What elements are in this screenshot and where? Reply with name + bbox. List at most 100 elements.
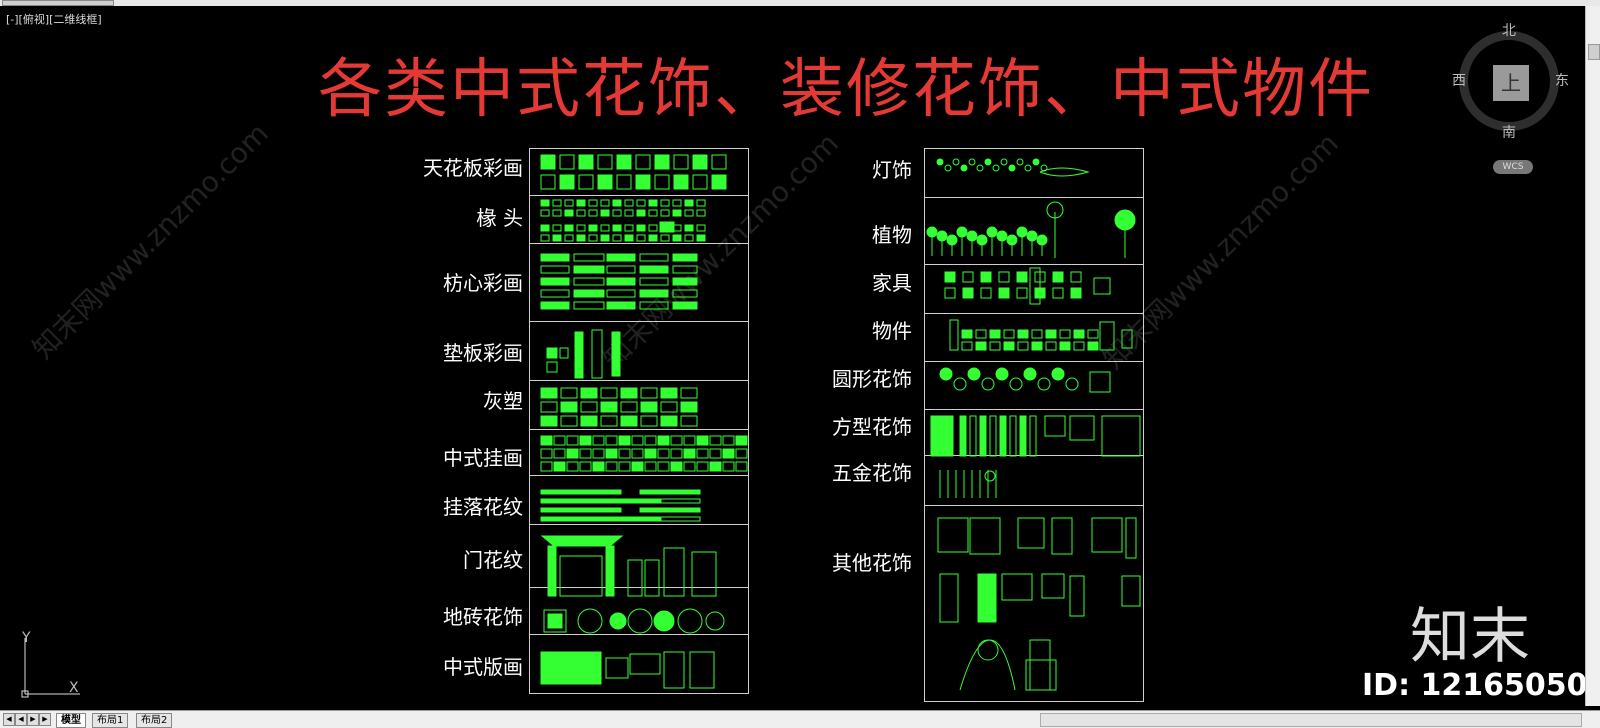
cad-mark — [648, 234, 658, 242]
last-tab-button[interactable]: ▶ — [39, 713, 51, 726]
horizontal-scrollbar[interactable] — [1040, 713, 1582, 727]
cad-mark — [673, 154, 689, 170]
cad-mark — [1016, 271, 1028, 283]
cad-mark — [696, 234, 706, 242]
row-divider — [530, 475, 748, 476]
cad-mark — [564, 224, 574, 232]
cad-mark — [735, 435, 748, 446]
cad-mark — [540, 154, 556, 170]
next-tab-button[interactable]: ▶ — [27, 713, 39, 726]
cad-mark — [660, 234, 670, 242]
row-divider — [530, 321, 748, 322]
compass-north[interactable]: 北 — [1502, 23, 1516, 39]
cad-mark — [684, 199, 694, 207]
cad-mark — [659, 221, 675, 233]
cad-mark — [616, 154, 632, 170]
cad-mark — [635, 154, 651, 170]
cad-mark — [672, 199, 682, 207]
cad-mark — [631, 461, 644, 472]
cad-mark — [547, 613, 563, 629]
cad-mark — [612, 199, 622, 207]
cad-mark — [606, 289, 636, 298]
cad-mark — [984, 158, 992, 166]
cad-mark — [672, 209, 682, 217]
cad-mark — [620, 387, 638, 399]
cad-mark — [648, 199, 658, 207]
cad-mark — [1070, 287, 1082, 299]
cad-mark — [540, 435, 553, 446]
cad-mark — [580, 401, 598, 413]
compass-west[interactable]: 西 — [1452, 73, 1466, 89]
category-label: 地砖花饰 — [443, 605, 523, 629]
cad-mark — [618, 448, 631, 459]
tab-model[interactable]: 模型 — [56, 713, 86, 728]
viewport-controls-label[interactable]: [-][俯视][二维线框] — [6, 13, 102, 26]
cad-mark — [600, 387, 618, 399]
category-label: 家具 — [872, 271, 912, 295]
file-tab[interactable] — [2, 0, 114, 6]
cad-mark — [692, 174, 708, 190]
cad-mark — [992, 164, 1000, 172]
view-cube-face[interactable]: 上 — [1493, 65, 1529, 101]
cad-mark — [696, 199, 706, 207]
compass-south[interactable]: 南 — [1502, 125, 1516, 141]
category-label: 其他花饰 — [832, 551, 912, 575]
cad-mark — [612, 224, 622, 232]
row-divider — [530, 524, 748, 525]
cad-mark — [989, 329, 1001, 339]
cad-mark — [636, 224, 646, 232]
cad-mark — [606, 253, 636, 262]
cad-mark — [722, 461, 735, 472]
compass-east[interactable]: 东 — [1555, 73, 1569, 89]
first-tab-button[interactable]: ◀ — [3, 713, 15, 726]
cad-mark — [998, 271, 1010, 283]
cad-mark — [540, 489, 622, 495]
wcs-menu[interactable]: WCS — [1493, 160, 1533, 174]
cad-mark — [644, 461, 657, 472]
vertical-scrollbar[interactable] — [1585, 6, 1600, 706]
scroll-thumb[interactable] — [1588, 44, 1600, 60]
cad-mark — [696, 224, 706, 232]
tab-layout1[interactable]: 布局1 — [92, 713, 129, 728]
cad-mark — [1025, 659, 1057, 691]
cad-mark — [600, 199, 610, 207]
cad-mark — [1046, 201, 1064, 219]
cad-mark — [540, 498, 662, 504]
cad-mark — [639, 516, 701, 522]
category-label: 灰塑 — [483, 389, 523, 413]
tab-layout2[interactable]: 布局2 — [136, 713, 173, 728]
cad-mark — [540, 209, 550, 217]
category-label: 椽 头 — [476, 206, 523, 230]
view-cube[interactable]: 上 — [1456, 28, 1566, 138]
cad-mark — [540, 387, 558, 399]
cad-mark — [605, 435, 618, 446]
cad-mark — [936, 158, 944, 166]
prev-tab-button[interactable]: ◀ — [15, 713, 27, 726]
cad-mark — [605, 657, 629, 679]
cad-mark — [578, 154, 594, 170]
cad-mark — [553, 448, 566, 459]
cad-mark — [640, 387, 658, 399]
cad-mark — [559, 154, 575, 170]
cad-mark — [1101, 415, 1141, 457]
cad-mark — [670, 435, 683, 446]
cad-mark — [709, 435, 722, 446]
row-divider — [530, 634, 748, 635]
cad-mark — [1052, 271, 1064, 283]
compass-ring[interactable] — [1459, 31, 1559, 131]
cad-mark — [640, 415, 658, 427]
cad-mark — [540, 535, 624, 547]
cad-mark — [949, 319, 959, 351]
cad-mark — [926, 226, 938, 238]
cad-mark — [1089, 371, 1111, 393]
category-label: 中式版画 — [443, 655, 523, 679]
cad-mark — [722, 448, 735, 459]
cad-mark — [576, 209, 586, 217]
cad-mark — [709, 461, 722, 472]
cad-mark — [644, 435, 657, 446]
cad-mark — [540, 415, 558, 427]
cad-mark — [1051, 517, 1073, 555]
cad-mark — [1069, 415, 1095, 441]
cad-mark — [644, 559, 660, 597]
cad-mark — [1031, 341, 1043, 351]
